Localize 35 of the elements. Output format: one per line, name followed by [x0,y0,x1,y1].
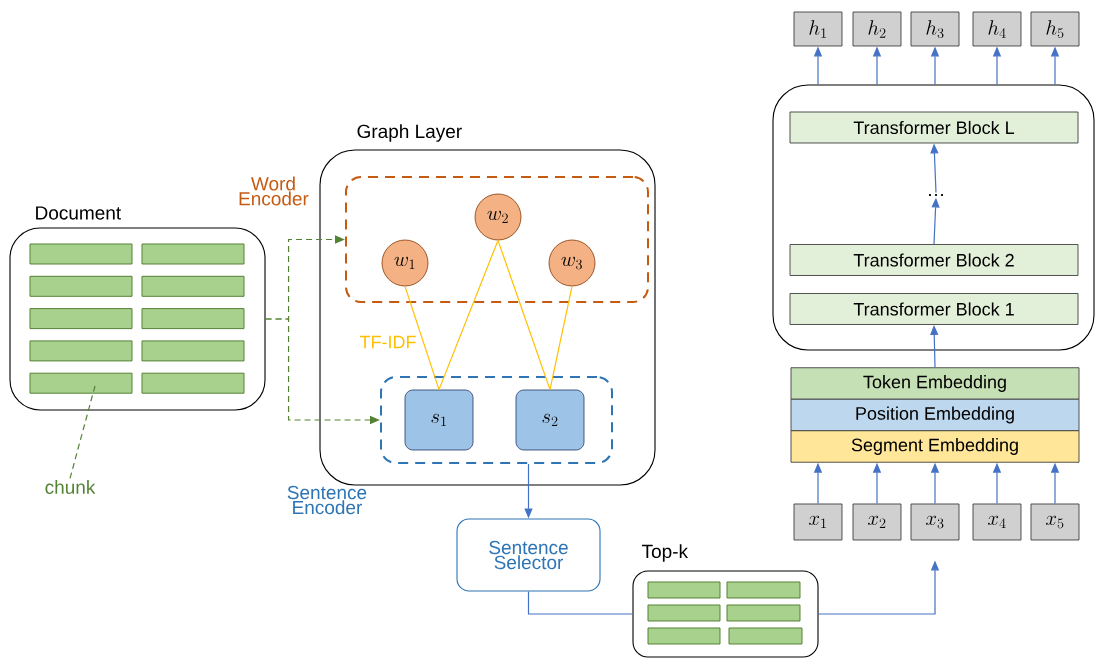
input-token-box: $x_4$ [972,503,1022,541]
connector-line [438,239,499,391]
connector-line [404,285,440,391]
sentence-node-box: $s_1$ [404,389,474,451]
connector-line [549,285,573,391]
layer-box: Position Embedding [790,398,1080,432]
text-label: chunk [45,480,96,494]
input-token-box: $x_5$ [1030,503,1080,541]
output-token-box: $h_2$ [852,11,902,47]
encoder-stack-box [772,84,1095,351]
box-title: Document [36,206,121,220]
layer-box: Transformer Block 2 [789,244,1079,276]
input-token-box: $x_1$ [793,503,843,541]
layer-box: Transformer Block 1 [789,293,1079,325]
layer-box: Segment Embedding [790,430,1080,463]
connector-line [527,590,634,615]
leader-line [69,385,96,480]
output-token-box: $h_5$ [1030,11,1080,47]
box-title: Graph Layer [357,124,462,142]
edge-weight-label: TF-IDF [359,335,416,349]
layer-box: Transformer Block L [789,111,1079,144]
box-title: Top-k [642,544,689,562]
arrow [930,325,939,368]
sentence-node-box: $s_2$ [515,389,585,451]
connector-line [497,239,551,391]
output-token-box: $h_1$ [793,11,843,47]
input-token-box: $x_3$ [910,503,960,541]
input-token-box: $x_2$ [852,503,902,541]
output-token-box: $h_4$ [972,11,1022,47]
text-label: … [929,194,943,196]
group-label: Word Encoder [239,176,309,206]
output-token-box: $h_3$ [910,11,960,47]
selector-box: Sentence Selector [456,518,601,592]
group-label: Sentence Encoder [287,485,367,515]
layer-box: Token Embedding [790,367,1080,400]
